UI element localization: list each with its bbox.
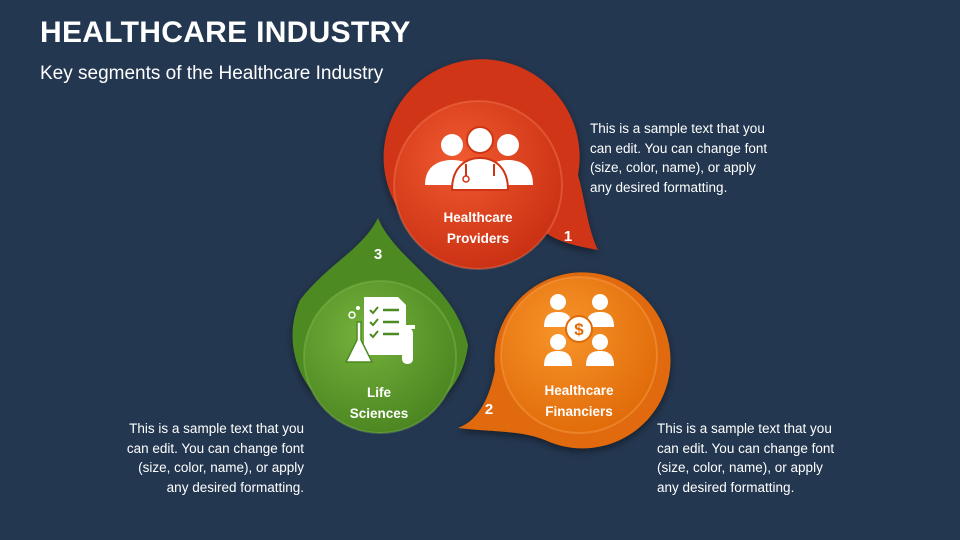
lab-checklist-icon [344, 297, 415, 364]
doctors-icon [425, 126, 533, 191]
segment-label-healthcare-providers: Healthcare Providers [443, 210, 513, 246]
svg-text:$: $ [574, 320, 584, 339]
segment-label-healthcare-financiers: Healthcare Financiers [544, 383, 614, 419]
segment-label-life-sciences: Life Sciences [349, 385, 409, 421]
segment-number-3: 3 [373, 246, 383, 263]
page-title: HEALTHCARE INDUSTRY [40, 16, 411, 49]
segment-number-2: 2 [484, 401, 494, 418]
segment-number-1: 1 [563, 228, 573, 245]
page-subtitle: Key segments of the Healthcare Industry [40, 63, 384, 84]
description-healthcare-financiers: This is a sample text that you can edit.… [657, 421, 835, 495]
description-healthcare-providers: This is a sample text that you can edit.… [590, 121, 768, 195]
people-dollar-icon: $ [544, 294, 614, 366]
description-life-sciences: This is a sample text that you can edit.… [126, 421, 304, 495]
